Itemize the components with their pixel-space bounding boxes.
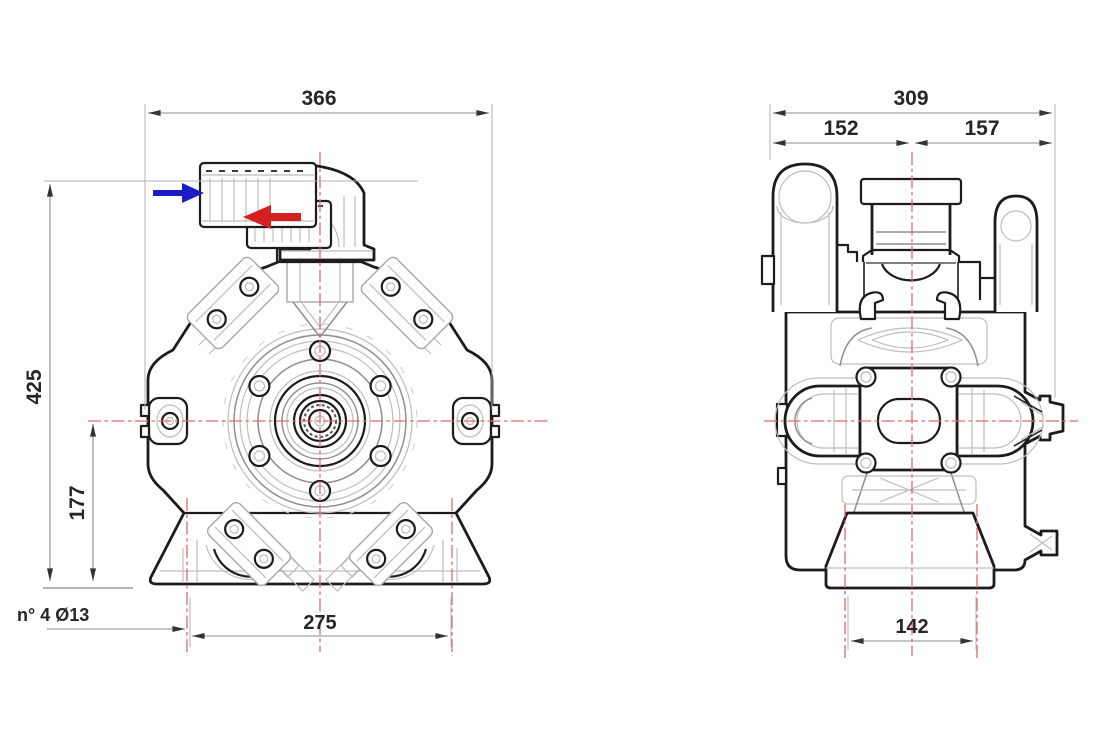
side-base <box>824 511 996 590</box>
side-suction-cylinder <box>760 162 859 312</box>
cylinder-tab <box>760 254 776 286</box>
flange-bolts <box>248 339 392 503</box>
port-flange <box>859 177 963 206</box>
dim-front-overall-width: 366 <box>301 87 336 110</box>
suction-inlet-arrow-icon <box>153 183 204 203</box>
front-foot-hole-centerlines <box>186 498 453 656</box>
diaphragm-head-lower-left <box>206 501 292 587</box>
dim-front-shaft-height: 177 <box>66 485 89 520</box>
side-lower-details <box>841 469 977 513</box>
dim-side-left-width: 152 <box>823 117 858 140</box>
dimensions: 366 425 177 275 n° 4 Ø13 309 152 157 142 <box>17 87 1056 650</box>
flow-direction-arrows <box>153 183 301 229</box>
diaphragm-head-upper-right <box>360 256 454 350</box>
diaphragm-head-lower-right <box>348 501 434 587</box>
diaphragm-head-upper-left <box>186 256 280 350</box>
mounting-holes-note: n° 4 Ø13 <box>17 605 89 625</box>
side-base-hole-centerlines <box>844 504 978 658</box>
bracket-cross <box>1029 533 1053 553</box>
centerlines <box>88 152 1078 658</box>
dim-side-overall-width: 309 <box>893 87 928 110</box>
side-right-knob <box>958 194 1039 312</box>
dim-front-overall-height: 425 <box>23 369 46 404</box>
dim-side-base-width: 142 <box>895 616 928 638</box>
dim-front-foot-spacing: 275 <box>303 612 336 634</box>
delivery-outlet-arrow-icon <box>243 205 301 229</box>
side-view <box>760 162 1065 590</box>
side-upper-details <box>830 262 988 367</box>
crankcase-block <box>855 366 962 474</box>
suction-delivery-manifold <box>198 161 376 264</box>
side-center-port <box>859 177 963 262</box>
dim-side-right-width: 157 <box>964 117 999 140</box>
